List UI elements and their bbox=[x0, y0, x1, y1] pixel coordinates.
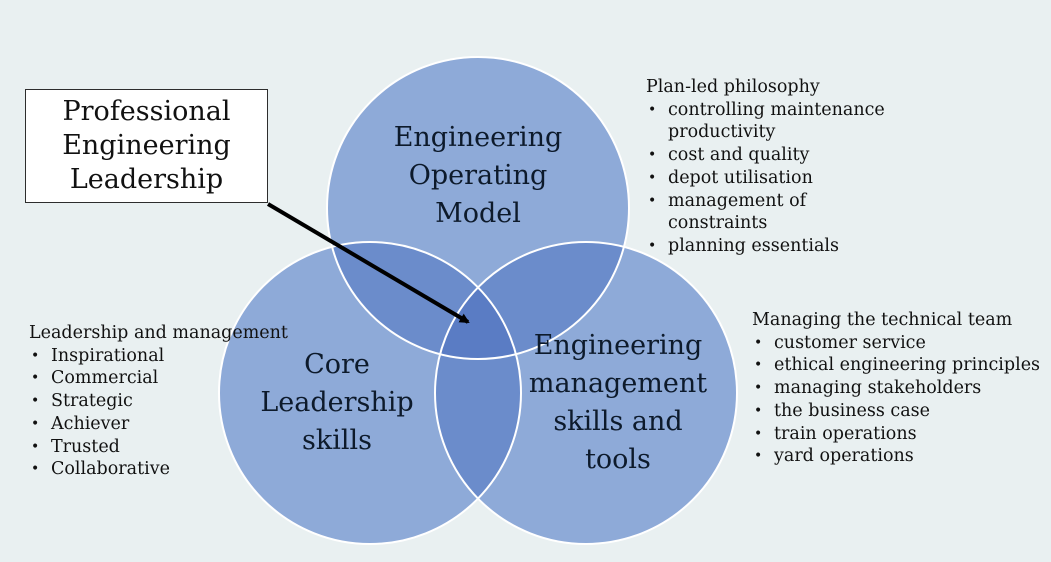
list-item: Inspirational bbox=[29, 345, 299, 368]
circle-right-label-line: Engineering bbox=[533, 330, 703, 361]
list-item: ethical engineering principles bbox=[752, 354, 1048, 377]
list-item: planning essentials bbox=[646, 235, 906, 258]
list-item: train operations bbox=[752, 423, 1048, 446]
list-item: controlling maintenance productivity bbox=[646, 99, 906, 144]
right-heading: Managing the technical team bbox=[752, 310, 1013, 330]
circle-right-label: Engineering management skills and tools bbox=[508, 327, 728, 479]
left-text: Leadership and management Inspirational … bbox=[29, 322, 299, 481]
circle-left-label-line: skills bbox=[302, 425, 372, 456]
top-right-text: Plan-led philosophy controlling maintena… bbox=[646, 76, 906, 258]
list-item: Trusted bbox=[29, 436, 299, 459]
circle-top-label-line: Model bbox=[435, 198, 521, 229]
left-heading: Leadership and management bbox=[29, 323, 288, 343]
callout-line: Leadership bbox=[69, 164, 224, 195]
circle-right-label-line: tools bbox=[585, 444, 651, 475]
circle-top-outline bbox=[326, 56, 630, 360]
top-right-heading: Plan-led philosophy bbox=[646, 77, 820, 97]
callout-box: Professional Engineering Leadership bbox=[25, 89, 268, 203]
list-item: management of constraints bbox=[646, 190, 906, 235]
circle-top-label: Engineering Operating Model bbox=[378, 119, 578, 233]
callout-line: Engineering bbox=[62, 130, 231, 161]
circle-left-label-line: Core bbox=[304, 349, 370, 380]
list-item: cost and quality bbox=[646, 144, 906, 167]
right-text: Managing the technical team customer ser… bbox=[752, 309, 1048, 468]
list-item: Achiever bbox=[29, 413, 299, 436]
list-item: Commercial bbox=[29, 367, 299, 390]
circle-right-outline bbox=[434, 241, 738, 545]
overlap-top-left bbox=[327, 242, 521, 359]
list-item: yard operations bbox=[752, 445, 1048, 468]
circle-right-label-line: management bbox=[528, 368, 708, 399]
list-item: Collaborative bbox=[29, 458, 299, 481]
list-item: managing stakeholders bbox=[752, 377, 1048, 400]
circle-top-label-line: Operating bbox=[408, 160, 548, 191]
list-item: Strategic bbox=[29, 390, 299, 413]
overlap-top-right bbox=[435, 242, 629, 359]
list-item: depot utilisation bbox=[646, 167, 906, 190]
list-item: the business case bbox=[752, 400, 1048, 423]
circle-right-label-line: skills and bbox=[553, 406, 683, 437]
top-right-list: controlling maintenance productivity cos… bbox=[646, 99, 906, 258]
circle-top-label-line: Engineering bbox=[393, 122, 563, 153]
callout-arrow bbox=[266, 202, 470, 324]
callout-line: Professional bbox=[62, 96, 231, 127]
left-list: Inspirational Commercial Strategic Achie… bbox=[29, 345, 299, 481]
right-list: customer service ethical engineering pri… bbox=[752, 332, 1048, 468]
list-item: customer service bbox=[752, 332, 1048, 355]
